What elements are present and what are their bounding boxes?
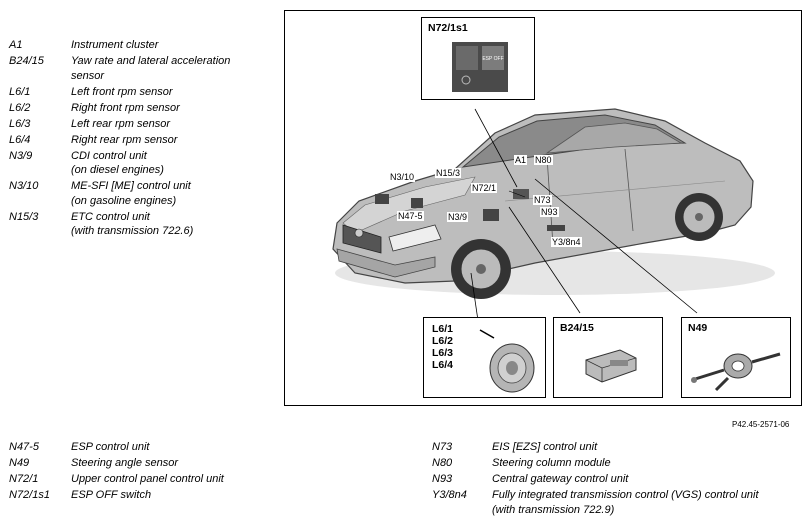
legend-description: (on diesel engines)	[71, 164, 164, 176]
legend-description: Steering angle sensor	[71, 457, 179, 469]
legend-description: ESP control unit	[71, 441, 150, 453]
rpm-sensor-label: L6/1	[432, 323, 454, 335]
legend-description: Steering column module	[492, 457, 611, 469]
brake-disc-icon	[479, 329, 535, 393]
car-component-tag: N93	[540, 207, 559, 217]
legend-code: L6/3	[9, 117, 31, 130]
yaw-rate-sensor-box: B24/15	[553, 317, 663, 398]
legend-code: N80	[432, 457, 453, 469]
legend-description: ESP OFF switch	[71, 489, 152, 501]
legend-row: L6/3 Left rear rpm sensor	[9, 117, 431, 132]
car-component-tag: N47-5	[397, 211, 424, 221]
legend-code: N72/1s1	[9, 489, 50, 501]
legend-description: Instrument cluster	[71, 39, 159, 51]
esp-off-switch-box: N72/1s1 ESP OFF	[421, 17, 535, 100]
legend-description: ME-SFI [ME] control unit	[71, 180, 191, 192]
legend-description: Fully integrated transmission control (V…	[492, 489, 759, 501]
legend-code: N47-5	[9, 441, 39, 453]
legend-code: N3/10	[9, 180, 39, 192]
legend-row: L6/4 Right rear rpm sensor	[9, 133, 431, 148]
legend-row: N93 Central gateway control unit	[432, 472, 811, 487]
legend-row: N72/1s1 ESP OFF switch	[9, 488, 431, 503]
legend-code: N3/9	[9, 149, 33, 162]
car-component-tag: N15/3	[435, 168, 462, 178]
legend-row: N72/1 Upper control panel control unit	[9, 472, 431, 487]
esp-off-switch-icon: ESP OFF	[452, 42, 508, 92]
figure-reference: P42.45-2571-06	[732, 420, 790, 429]
legend-description: EIS [EZS] control unit	[492, 441, 598, 453]
rpm-sensor-label: L6/4	[432, 359, 454, 371]
legend-description: Upper control panel control unit	[71, 473, 224, 485]
car-component-tag: N3/9	[447, 212, 469, 222]
legend-description: Right front rpm sensor	[71, 101, 180, 114]
car-component-tag: N80	[534, 155, 553, 165]
legend-code: N49	[9, 457, 30, 469]
legend-description: Central gateway control unit	[492, 473, 629, 485]
legend-row: B24/15 Yaw rate and lateral acceleration s…	[9, 54, 431, 83]
yaw-rate-sensor-icon	[585, 349, 637, 383]
steering-angle-sensor-box: N49	[681, 317, 791, 398]
steering-angle-sensor-icon	[691, 352, 781, 392]
car-component-tag: Y3/8n4	[551, 237, 582, 247]
legend-code: N73	[432, 441, 453, 453]
legend-code: N15/3	[9, 210, 39, 223]
legend-code: N93	[432, 473, 453, 485]
legend-description: ETC control unit	[71, 210, 150, 223]
legend-description: Yaw rate and lateral acceleration	[71, 55, 231, 67]
legend-description: (with transmission 722.6)	[71, 225, 194, 237]
legend-code: A1	[9, 39, 23, 51]
yaw-rate-sensor-box-title: B24/15	[560, 322, 594, 334]
car-component-tag: A1	[514, 155, 528, 165]
legend-row: N15/3 ETC control unit (with transmission …	[9, 210, 431, 239]
legend-row: Y3/8n4 Fully integrated transmission cont…	[432, 488, 811, 517]
rpm-sensor-label: L6/3	[432, 347, 454, 359]
legend-code: N72/1	[9, 473, 39, 485]
car-component-tag: N72/1	[471, 183, 498, 193]
legend-description: Left front rpm sensor	[71, 85, 173, 98]
rpm-sensor-label: L6/2	[432, 335, 454, 347]
legend-row: L6/2 Right front rpm sensor	[9, 101, 431, 116]
legend-code: L6/4	[9, 133, 31, 146]
legend-row: N3/9 CDI control unit (on diesel engines)	[9, 149, 431, 178]
legend-code: B24/15	[9, 55, 44, 67]
legend-description: sensor	[71, 69, 105, 82]
legend-row: N3/10 ME-SFI [ME] control unit (on gasolin…	[9, 179, 431, 208]
car-component-tag: N73	[533, 195, 552, 205]
legend-row: L6/1 Left front rpm sensor	[9, 85, 431, 100]
legend-code: L6/2	[9, 101, 31, 114]
legend-description: Right rear rpm sensor	[71, 133, 178, 146]
legend-row: A1 Instrument cluster	[9, 38, 431, 53]
legend-row: N47-5 ESP control unit	[9, 440, 431, 455]
legend-row: N49 Steering angle sensor	[9, 456, 431, 471]
legend-description: (on gasoline engines)	[71, 194, 177, 207]
legend-description: Left rear rpm sensor	[71, 117, 171, 130]
legend-code: L6/1	[9, 85, 31, 98]
car-component-tag: N3/10	[389, 172, 416, 182]
legend-row: N80 Steering column module	[432, 456, 811, 471]
steering-angle-sensor-box-title: N49	[688, 322, 708, 334]
legend-description: (with transmission 722.9)	[492, 503, 615, 516]
legend-row: N73 EIS [EZS] control unit	[432, 440, 811, 455]
legend-description: CDI control unit	[71, 149, 147, 162]
legend-code: Y3/8n4	[432, 489, 467, 501]
esp-off-switch-text: ESP OFF	[482, 56, 503, 62]
esp-off-switch-box-title: N72/1s1	[428, 22, 468, 34]
